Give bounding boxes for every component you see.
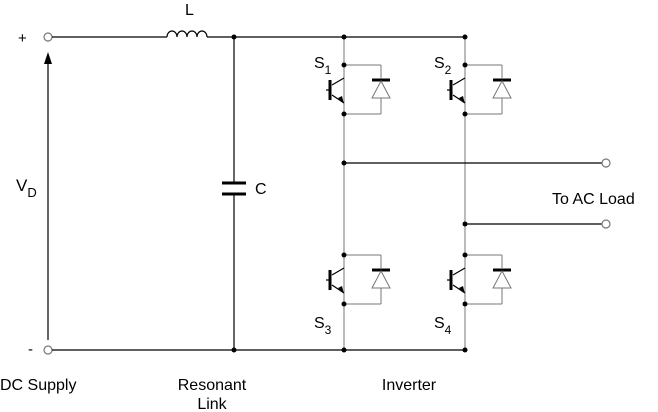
link-label: Link [197, 396, 227, 412]
node-dot [342, 63, 347, 68]
node-dot [342, 348, 347, 353]
node-dot [463, 302, 468, 307]
node-dot [342, 35, 347, 40]
minus-label: - [28, 341, 33, 358]
node-dot [463, 112, 468, 117]
switch-s4 [447, 250, 511, 318]
to-ac-load-label: To AC Load [552, 191, 635, 208]
vd-label: VD [16, 176, 37, 200]
node-dot [342, 112, 347, 117]
ac-terminal-1 [602, 159, 610, 167]
node-dot [342, 302, 347, 307]
positive-terminal [44, 33, 52, 41]
s2-label: S2 [434, 55, 452, 77]
inductor-symbol [167, 31, 207, 37]
node-dot [463, 348, 468, 353]
ac-terminal-2 [602, 220, 610, 228]
node-dot [232, 35, 237, 40]
s1-label: S1 [314, 55, 332, 77]
s3-label: S3 [314, 315, 332, 337]
switch-s3 [326, 250, 390, 318]
negative-terminal [44, 346, 52, 354]
inverter-label: Inverter [382, 377, 437, 394]
plus-label: + [18, 30, 27, 47]
node-dot [463, 63, 468, 68]
vd-arrow-head [44, 52, 52, 64]
switch-s1 [326, 60, 390, 128]
s4-label: S4 [434, 315, 452, 337]
node-dot [463, 35, 468, 40]
dc-supply-label: DC Supply [0, 377, 76, 394]
capacitor-label: C [255, 181, 267, 198]
node-dot [232, 348, 237, 353]
node-dot [463, 253, 468, 258]
switch-s2 [447, 60, 511, 128]
inductor-label: L [185, 2, 194, 19]
node-dot [342, 253, 347, 258]
resonant-label: Resonant [178, 377, 247, 394]
